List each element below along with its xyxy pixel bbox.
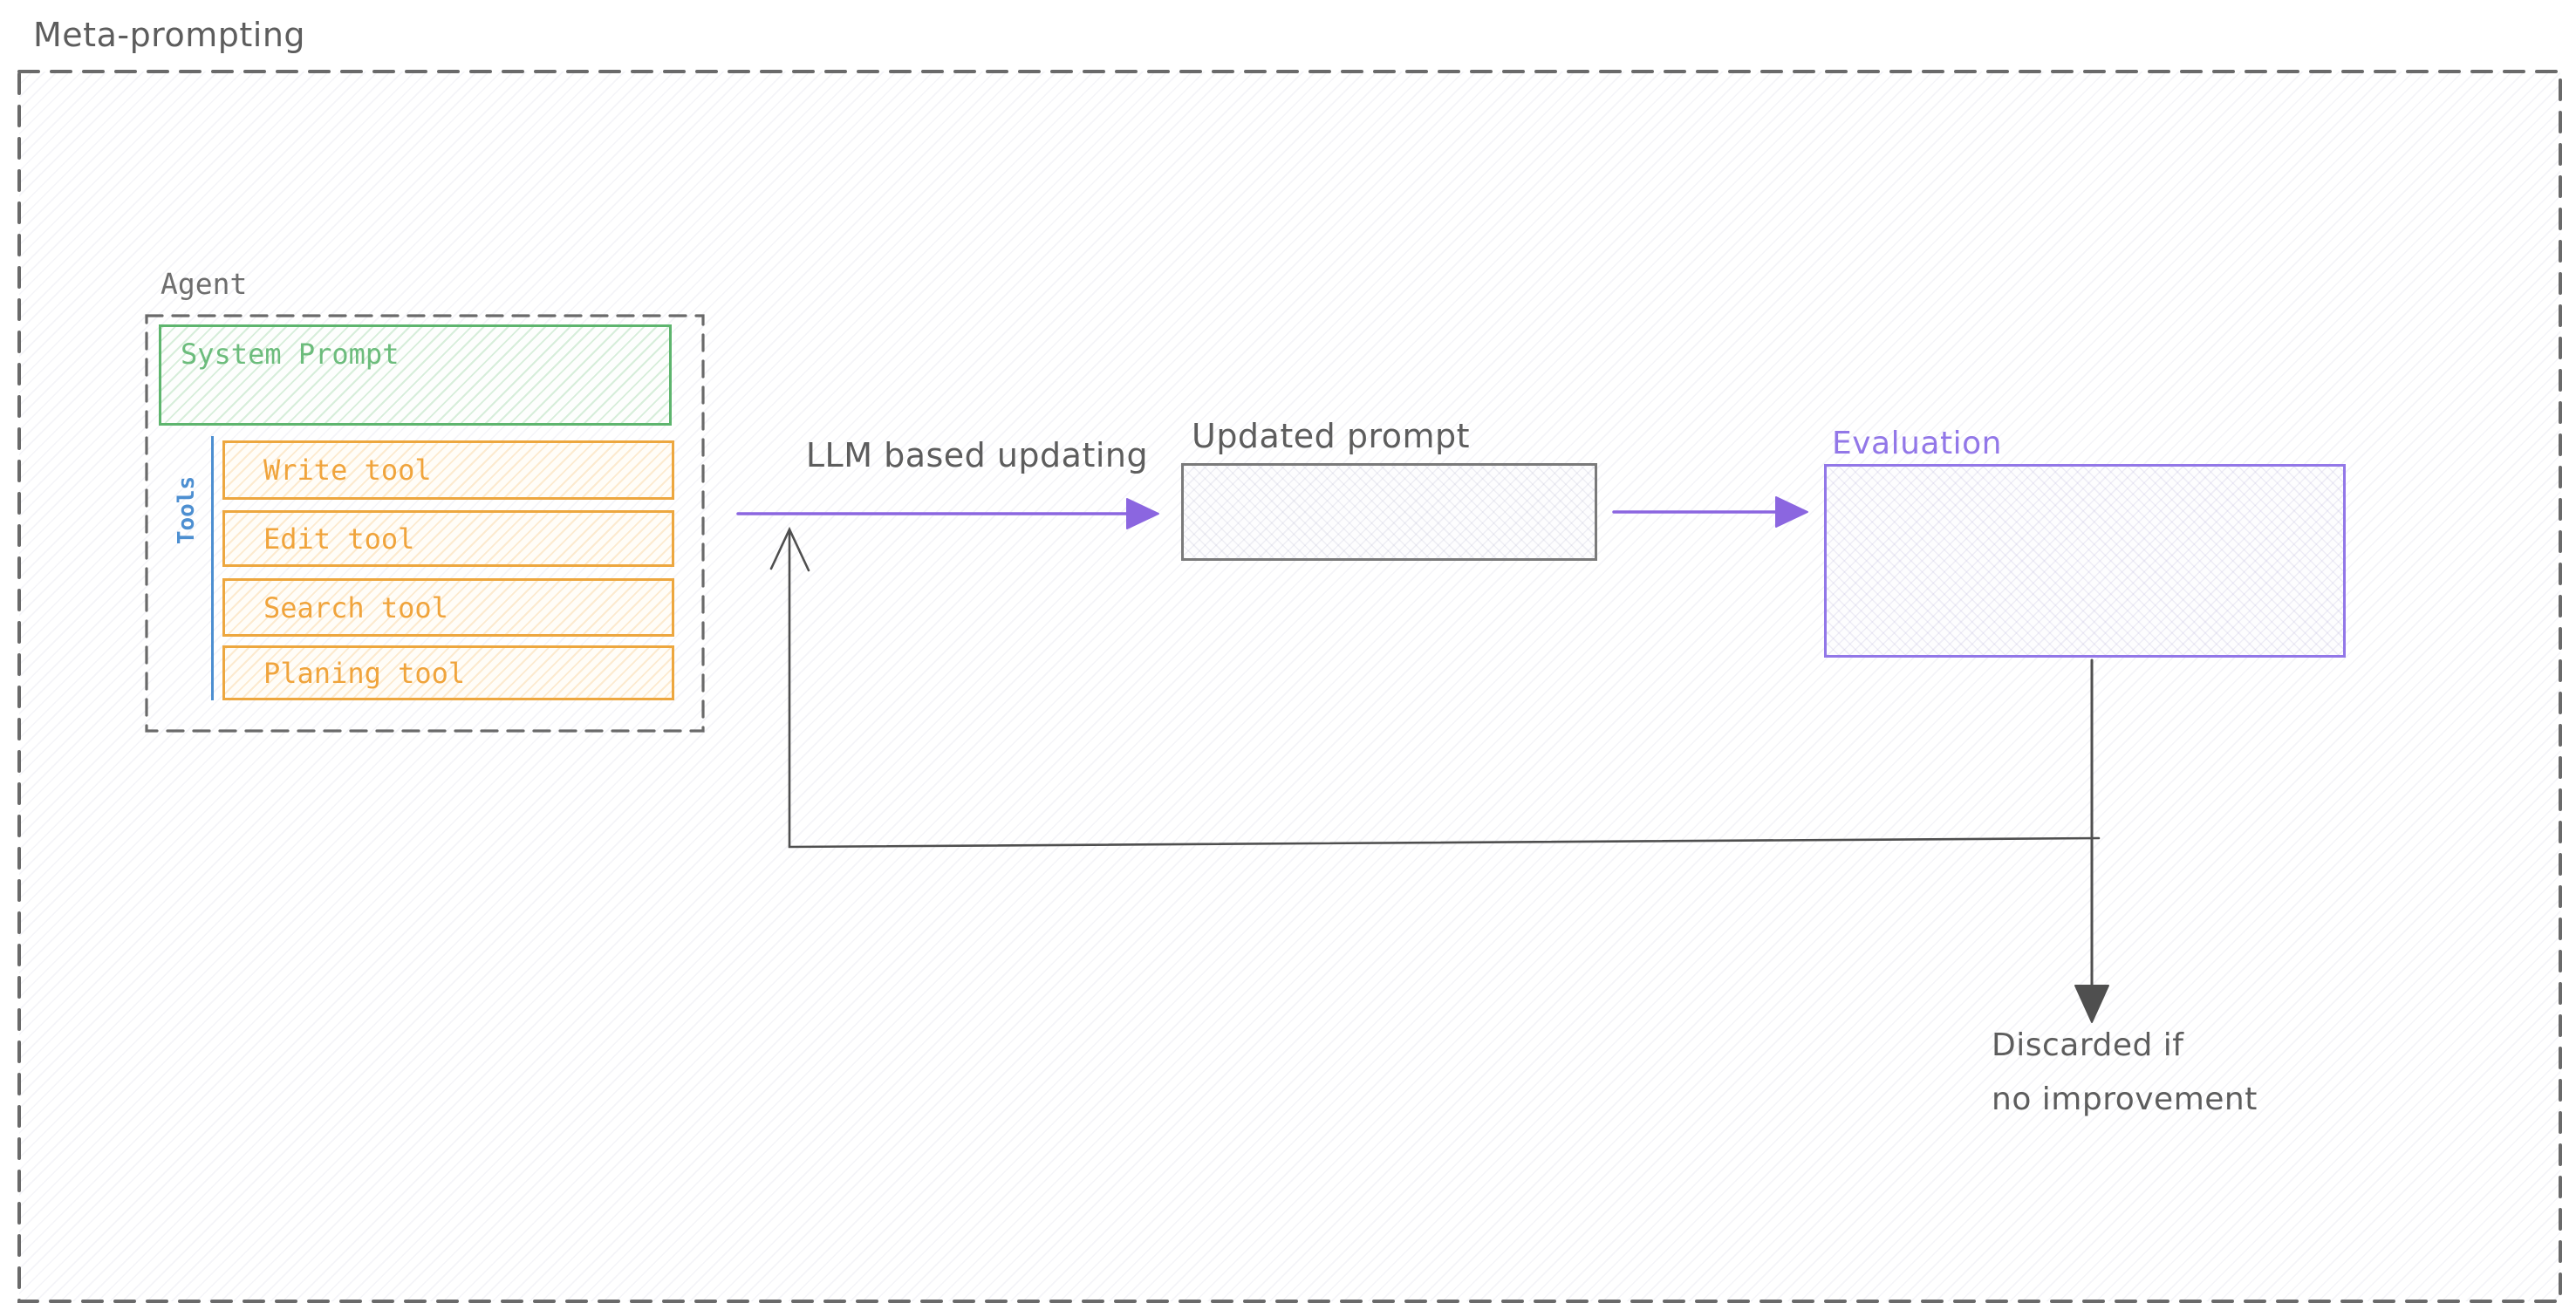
evaluation-label: Evaluation bbox=[1832, 426, 2002, 461]
write-tool-box: Write tool bbox=[222, 440, 674, 500]
edit-tool-label: Edit tool bbox=[263, 522, 415, 556]
system-prompt-label: System Prompt bbox=[181, 338, 400, 371]
tools-group-label: Tools bbox=[174, 475, 200, 545]
evaluation-box bbox=[1824, 464, 2346, 658]
llm-based-updating-label: LLM based updating bbox=[805, 436, 1149, 474]
tools-group-rail bbox=[211, 436, 214, 700]
updated-prompt-box bbox=[1181, 463, 1597, 561]
updated-prompt-label: Updated prompt bbox=[1192, 417, 1471, 455]
search-tool-label: Search tool bbox=[263, 590, 448, 624]
discard-note-line1: Discarded if bbox=[1992, 1027, 2184, 1063]
planing-tool-box: Planing tool bbox=[222, 645, 674, 700]
discard-note: Discarded if no improvement bbox=[1992, 1019, 2258, 1127]
write-tool-label: Write tool bbox=[263, 454, 432, 487]
system-prompt-box: System Prompt bbox=[159, 324, 672, 426]
diagram-title: Meta-prompting bbox=[33, 16, 306, 54]
search-tool-box: Search tool bbox=[222, 578, 674, 637]
edit-tool-box: Edit tool bbox=[222, 510, 674, 567]
agent-label: Agent bbox=[161, 267, 248, 301]
discard-note-line2: no improvement bbox=[1992, 1081, 2258, 1117]
planing-tool-label: Planing tool bbox=[263, 656, 466, 690]
